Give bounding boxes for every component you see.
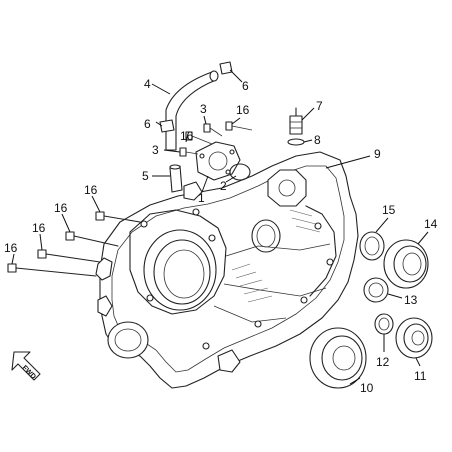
callout-11: 11 [414,369,427,383]
fwd-marker: FWD [11,351,41,381]
callout-14: 14 [424,217,438,231]
crankcase-half [95,151,359,389]
washer-part-8 [287,138,305,146]
callout-16-mid-left: 16 [54,201,68,215]
seal-part-13 [363,277,389,303]
callout-4: 4 [144,77,151,91]
bearing-part-11 [395,317,433,359]
callout-3-left: 3 [152,143,159,157]
callout-16-pump-left: 16 [180,129,194,143]
callout-16-far-left: 16 [4,241,18,255]
callout-3-top: 3 [200,102,207,116]
callout-16-pump-right: 16 [236,103,250,117]
clamp-part-6-top [219,61,233,75]
callout-6-top: 6 [242,79,249,93]
leader-lines [11,69,429,385]
callout-12: 12 [376,355,390,369]
bolts [7,121,253,277]
clamp-part-6-left [159,119,175,133]
callout-8: 8 [314,133,321,147]
callout-16-lower-left: 16 [32,221,46,235]
connector-part-5 [169,164,183,193]
sensor-part-7 [289,107,303,135]
callout-15: 15 [382,203,396,217]
arrow-up-left-icon [11,351,41,381]
bearing-part-10 [309,327,367,389]
callout-labels: 4 6 6 16 3 16 7 8 3 9 5 1 2 16 15 14 16 … [4,77,438,395]
callout-7: 7 [316,99,323,113]
seal-part-15 [359,231,385,261]
callout-1: 1 [198,191,205,205]
callout-6-left: 6 [144,117,151,131]
pump-cover-assembly [195,141,241,181]
callout-13: 13 [404,293,418,307]
callout-2: 2 [220,179,227,193]
callout-5: 5 [142,169,149,183]
bearing-part-14 [383,239,429,289]
callout-16-upper-left: 16 [84,183,98,197]
callout-10: 10 [360,381,374,395]
callout-9: 9 [374,147,381,161]
o-ring-part-2 [229,163,251,181]
seal-part-12 [374,313,394,335]
